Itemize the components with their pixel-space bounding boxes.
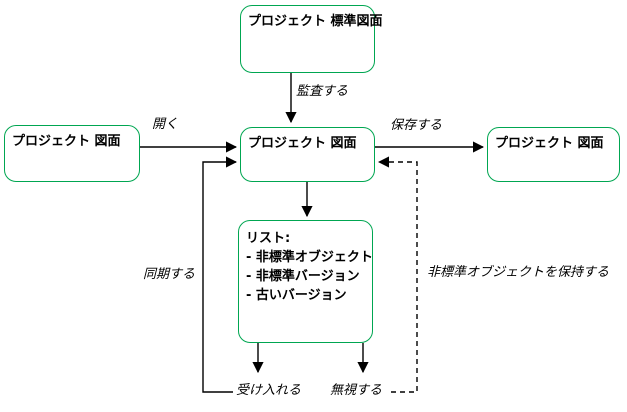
edge-label-open: 開く (152, 117, 179, 132)
node-label: プロジェクト 図面 (248, 136, 357, 151)
edge-label-sync: 同期する (143, 267, 196, 282)
node-label: プロジェクト 図面 (495, 136, 604, 151)
edge-label-ignore: 無視する (330, 383, 383, 398)
list-item: - 非標準バージョン (246, 269, 360, 284)
node-label: プロジェクト 標準図面 (248, 14, 383, 29)
list-item: - 古いバージョン (246, 288, 347, 303)
node-project-drawing-right: プロジェクト 図面 (487, 127, 620, 182)
list-item: - 非標準オブジェクト (246, 250, 373, 265)
node-nonstandard-list: リスト: - 非標準オブジェクト - 非標準バージョン - 古いバージョン (238, 220, 373, 343)
node-project-standard-drawing: プロジェクト 標準図面 (240, 5, 383, 73)
edge-label-save: 保存する (390, 118, 443, 133)
node-project-drawing-center: プロジェクト 図面 (240, 127, 375, 182)
edge-keep-return (377, 156, 418, 393)
list-title: リスト: (246, 231, 291, 246)
edge-label-keep-nonstandard: 非標準オブジェクトを保持する (427, 265, 610, 280)
node-project-drawing-left: プロジェクト 図面 (4, 125, 140, 182)
edge-label-accept: 受け入れる (236, 383, 302, 398)
edge-sync-return (202, 156, 238, 393)
edge-label-audit: 監査する (296, 84, 349, 99)
node-label: プロジェクト 図面 (12, 134, 121, 149)
